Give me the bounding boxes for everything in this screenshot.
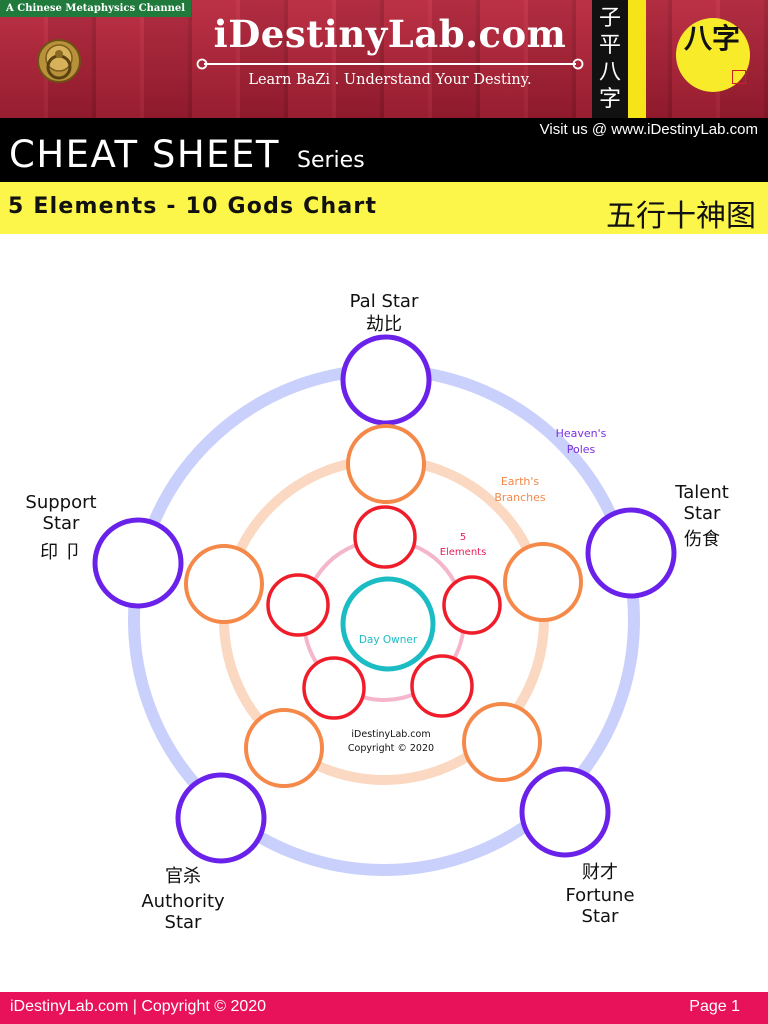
- authority-star-chinese: 官杀: [165, 866, 201, 887]
- fortune-star-label-line1: Fortune: [565, 885, 634, 906]
- channel-tag: A Chinese Metaphysics Channel: [0, 0, 192, 17]
- five-elements-ten-gods-diagram: Day Owner Heaven's Poles Earth's Branche…: [25, 291, 729, 933]
- chart-title: 5 Elements - 10 Gods Chart: [8, 194, 378, 219]
- vertical-char: 八: [598, 60, 621, 85]
- talent-star-label-line1: Talent: [674, 482, 729, 503]
- fortune-star-label-line2: Star: [582, 906, 620, 927]
- element-circle: [442, 575, 502, 635]
- bazi-logo-text: 八字: [683, 22, 740, 55]
- footer-bar: iDestinyLab.com | Copyright © 2020 Page …: [0, 992, 768, 1024]
- heavens-poles-label-line2: Poles: [567, 443, 596, 456]
- support-star-label-line2: Star: [43, 513, 81, 534]
- visit-link[interactable]: Visit us @ www.iDestinyLab.com: [539, 121, 758, 138]
- talent-star-chinese: 伤食: [684, 529, 720, 550]
- title-divider: [196, 58, 584, 70]
- series-label: Series: [297, 148, 365, 173]
- bazi-logo-badge: 八字: [676, 18, 750, 92]
- site-title: iDestinyLab.com: [213, 12, 567, 56]
- branch-circle: [503, 542, 583, 622]
- fortune-star-chinese: 财才: [582, 862, 618, 883]
- element-circle: [410, 654, 474, 718]
- vertical-char: 字: [598, 87, 621, 112]
- authority-star-circle: [175, 772, 267, 864]
- chart-title-chinese: 五行十神图: [606, 199, 756, 234]
- support-star-circle: [92, 517, 184, 609]
- page-number: Page 1: [689, 998, 740, 1015]
- five-elements-label-line2: Elements: [440, 547, 487, 558]
- heavens-poles-label-line1: Heaven's: [556, 427, 607, 440]
- element-circle: [353, 505, 417, 569]
- day-owner-label: Day Owner: [359, 634, 418, 646]
- door-knocker-icon: [37, 39, 81, 83]
- header-banner: A Chinese Metaphysics Channel iDestinyLa…: [0, 0, 768, 118]
- title-band: Visit us @ www.iDestinyLab.com CHEAT SHE…: [0, 118, 768, 182]
- site-tagline: Learn BaZi . Understand Your Destiny.: [248, 72, 532, 88]
- watermark-line2: Copyright © 2020: [348, 743, 434, 754]
- day-owner-circle: [340, 576, 436, 672]
- authority-star-label-line2: Star: [165, 912, 203, 933]
- pal-star-chinese: 劫比: [366, 314, 402, 335]
- fortune-star-circle: [519, 766, 611, 858]
- accent-strip: [628, 0, 646, 118]
- pal-star-label: Pal Star: [350, 291, 419, 312]
- footer-copyright: iDestinyLab.com | Copyright © 2020: [10, 998, 267, 1015]
- five-elements-label-line1: 5: [460, 532, 466, 543]
- element-circle: [302, 656, 366, 720]
- vertical-char: 平: [598, 33, 621, 58]
- talent-star-label-line2: Star: [684, 503, 722, 524]
- ziping-bazi-vertical-text: 子 平 八 字: [592, 0, 628, 118]
- earths-branches-label-line2: Branches: [494, 491, 546, 504]
- vertical-char: 子: [598, 6, 621, 31]
- chart-title-band: 5 Elements - 10 Gods Chart 五行十神图: [0, 182, 768, 234]
- branch-circle: [462, 702, 542, 782]
- support-star-chinese: 印 卩: [40, 542, 82, 563]
- support-star-label-line1: Support: [25, 492, 96, 513]
- pal-star-circle: [340, 334, 432, 426]
- earths-branches-label-line1: Earth's: [501, 475, 540, 488]
- talent-star-circle: [585, 507, 677, 599]
- seal-icon: [732, 70, 746, 84]
- branch-circle: [346, 424, 426, 504]
- element-circle: [266, 573, 330, 637]
- authority-star-label-line1: Authority: [141, 891, 225, 912]
- watermark-line1: iDestinyLab.com: [351, 729, 430, 740]
- branch-circle: [184, 544, 264, 624]
- branch-circle: [244, 708, 324, 788]
- cheat-sheet-title: CHEAT SHEET: [9, 133, 281, 176]
